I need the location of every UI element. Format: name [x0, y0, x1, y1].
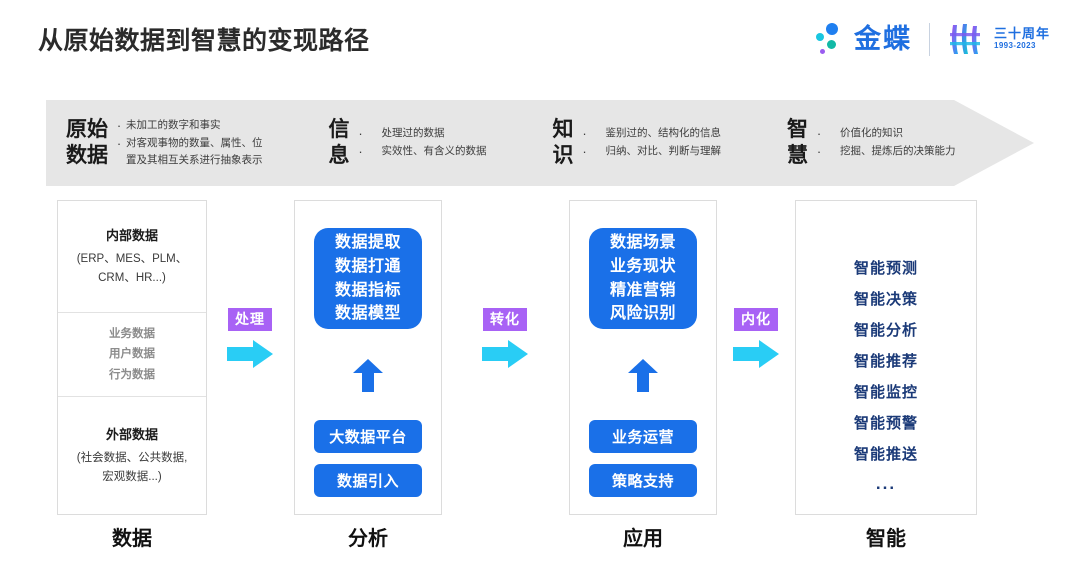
connector-label: 处理 [228, 308, 272, 332]
logo-brand-name: 金蝶 [853, 23, 912, 54]
band-stage-title: 原始 数据 [66, 118, 108, 167]
band-stage-wisdom: 智 慧 · 价值化的知识 · 挖掘、提炼后的决策能力 [787, 100, 956, 186]
pipeline-column-intelligence: 智能预测 智能决策 智能分析 智能推荐 智能监控 智能预警 智能推送 ... [795, 200, 977, 515]
band-stage-title: 信 息 [328, 118, 350, 167]
right-arrow-icon [227, 339, 273, 369]
list-item: 智能预警 [853, 415, 918, 433]
page-header: 从原始数据到智慧的变现路径 金蝶 [0, 0, 1080, 80]
band-stage-bullets: · 处理过的数据 · 实效性、有含义的数据 [354, 125, 487, 161]
up-arrow-icon [353, 359, 383, 392]
column-label-intelligence: 智能 [866, 528, 906, 550]
bullet-dot-icon: · [116, 135, 122, 151]
list-ellipsis: ... [875, 474, 897, 494]
band-stage-title: 智 慧 [787, 118, 808, 167]
connector-internalization: 内化 [720, 308, 792, 369]
list-item: 智能决策 [853, 291, 918, 309]
band-stage-title: 知 识 [552, 118, 574, 167]
band-bullet-text: 价值化的知识 [840, 127, 903, 140]
anniversary-mark-icon [947, 21, 983, 57]
connector-label: 内化 [734, 308, 778, 332]
band-stage-information: 信 息 · 处理过的数据 · 实效性、有含义的数据 [329, 100, 487, 186]
external-data-section: 外部数据 (社会数据、公共数据, 宏观数据...) [58, 397, 206, 514]
analysis-pill-platform: 大数据平台 [314, 420, 422, 453]
up-arrow-icon [628, 359, 658, 392]
logo-dots-icon [815, 22, 845, 56]
internal-data-section: 内部数据 (ERP、MES、PLM、 CRM、HR...) [58, 201, 206, 313]
column-label-data: 数据 [112, 528, 152, 550]
column-label-application: 应用 [623, 528, 663, 550]
anniversary-years: 1993-2023 [993, 40, 1036, 50]
band-stage-bullets: · 未加工的数字和事实 · 对客观事物的数量、属性、位 置及其相互关系进行抽象表… [112, 117, 263, 169]
list-item: 智能分析 [853, 322, 918, 340]
pipeline-column-data: 内部数据 (ERP、MES、PLM、 CRM、HR...) 业务数据 用户数据 … [57, 200, 207, 515]
band-bullet: · 归纳、对比、判断与理解 [578, 143, 722, 161]
anniversary-text: 三十周年 1993-2023 [994, 27, 1050, 50]
band-bullet: · 挖掘、提炼后的决策能力 [812, 143, 956, 161]
band-stage-bullets: · 价值化的知识 · 挖掘、提炼后的决策能力 [812, 125, 956, 160]
bullet-dot-icon: · [816, 126, 822, 142]
bullet-dot-icon: · [816, 144, 822, 159]
connector-label: 转化 [483, 308, 527, 332]
external-data-detail: (社会数据、公共数据, 宏观数据...) [76, 452, 188, 483]
band-bullet-text: 鉴别过的、结构化的信息 [605, 127, 722, 140]
band-bullet-text: 归纳、对比、判断与理解 [605, 145, 722, 157]
right-arrow-icon [733, 339, 779, 369]
data-types-section: 业务数据 用户数据 行为数据 [58, 313, 206, 397]
pipeline: 内部数据 (ERP、MES、PLM、 CRM、HR...) 业务数据 用户数据 … [0, 200, 1080, 562]
intelligence-capability-list: 智能预测 智能决策 智能分析 智能推荐 智能监控 智能预警 智能推送 ... [796, 253, 976, 499]
external-data-title: 外部数据 [105, 427, 158, 443]
internal-data-detail: (ERP、MES、PLM、 CRM、HR...) [76, 253, 188, 284]
kingdee-logo: 金蝶 [815, 18, 1050, 60]
application-scenario-card: 数据场景 业务现状 精准营销 风险识别 [589, 228, 697, 329]
internal-data-title: 内部数据 [105, 228, 158, 244]
band-stage-knowledge: 知 识 · 鉴别过的、结构化的信息 · 归纳、对比、判断与理解 [553, 100, 722, 186]
anniversary-label: 三十周年 [993, 26, 1050, 42]
application-pill-operations: 业务运营 [589, 420, 697, 453]
bullet-dot-icon: · [582, 126, 587, 142]
band-bullet-text: 未加工的数字和事实 [126, 119, 221, 132]
band-bullet: · 处理过的数据 [354, 125, 487, 143]
bullet-dot-icon: · [582, 144, 587, 159]
connector-processing: 处理 [214, 308, 286, 369]
list-item: 智能监控 [853, 384, 918, 402]
list-item: 智能推送 [853, 446, 918, 464]
dikw-band: 原始 数据 · 未加工的数字和事实 · 对客观事物的数量、属性、位 置及其相互关… [46, 100, 1034, 186]
pipeline-column-application: 数据场景 业务现状 精准营销 风险识别 业务运营 策略支持 [569, 200, 717, 515]
dikw-band-arrow-shape [46, 100, 1034, 186]
band-bullet: · 对客观事物的数量、属性、位 置及其相互关系进行抽象表示 [112, 135, 263, 169]
band-bullet: · 鉴别过的、结构化的信息 [578, 125, 722, 143]
band-bullet-text: 处理过的数据 [381, 127, 445, 140]
band-bullet: · 实效性、有含义的数据 [354, 143, 487, 161]
logo-divider [928, 22, 930, 56]
band-stage-raw-data: 原始 数据 · 未加工的数字和事实 · 对客观事物的数量、属性、位 置及其相互关… [66, 100, 263, 186]
column-label-analysis: 分析 [348, 528, 388, 550]
application-pill-strategy: 策略支持 [589, 464, 697, 497]
list-item: 智能推荐 [853, 353, 918, 371]
band-bullet-text: 挖掘、提炼后的决策能力 [840, 145, 956, 157]
analysis-capability-card: 数据提取 数据打通 数据指标 数据模型 [314, 228, 422, 329]
connector-transformation: 转化 [469, 308, 541, 369]
band-bullet-text: 对客观事物的数量、属性、位 置及其相互关系进行抽象表示 [126, 136, 263, 166]
band-bullet-text: 实效性、有含义的数据 [381, 145, 487, 157]
page-title: 从原始数据到智慧的变现路径 [38, 27, 370, 55]
pipeline-column-analysis: 数据提取 数据打通 数据指标 数据模型 大数据平台 数据引入 [294, 200, 442, 515]
band-stage-bullets: · 鉴别过的、结构化的信息 · 归纳、对比、判断与理解 [578, 125, 722, 161]
bullet-dot-icon: · [116, 118, 122, 134]
bullet-dot-icon: · [358, 144, 363, 159]
band-bullet: · 未加工的数字和事实 [112, 117, 263, 135]
list-item: 智能预测 [853, 260, 918, 277]
bullet-dot-icon: · [358, 126, 363, 142]
right-arrow-icon [482, 339, 528, 369]
data-types-list: 业务数据 用户数据 行为数据 [109, 328, 155, 381]
analysis-pill-ingest: 数据引入 [314, 464, 422, 497]
band-bullet: · 价值化的知识 [812, 125, 956, 143]
